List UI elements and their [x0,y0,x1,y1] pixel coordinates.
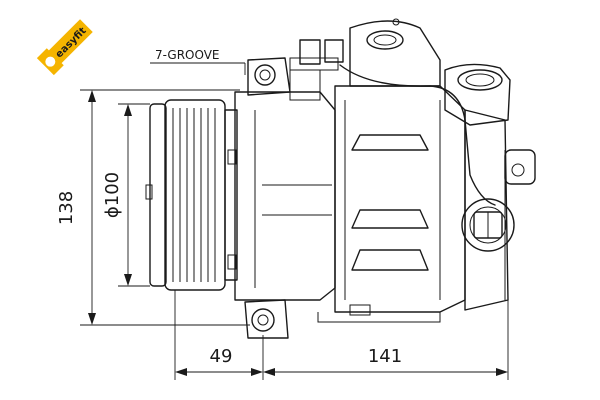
control-valve [461,198,515,252]
rear-port [444,63,536,185]
lower-mount-ear [244,299,289,339]
pulley-grooves [172,108,216,282]
front-housing [227,91,336,301]
pulley [145,99,238,291]
diameter-label: ϕ100 [102,172,123,218]
groove-callout: 7-GROOVE [150,48,246,75]
length-body-label: 141 [368,346,402,367]
connector-plug [289,39,344,101]
top-port [349,18,441,87]
length-dimensions: 49 141 [174,290,509,380]
length-front-label: 49 [210,346,233,367]
easyfit-logo: easyfit [26,2,110,86]
groove-label: 7-GROOVE [155,48,220,62]
height-label: 138 [56,191,77,225]
sensor-wire [339,64,496,206]
height-dimension: 138 [56,89,250,326]
rear-housing [464,109,509,311]
upper-mount-ear [247,57,291,96]
diameter-dimension: ϕ100 [102,103,150,287]
compressor-body [317,85,466,323]
